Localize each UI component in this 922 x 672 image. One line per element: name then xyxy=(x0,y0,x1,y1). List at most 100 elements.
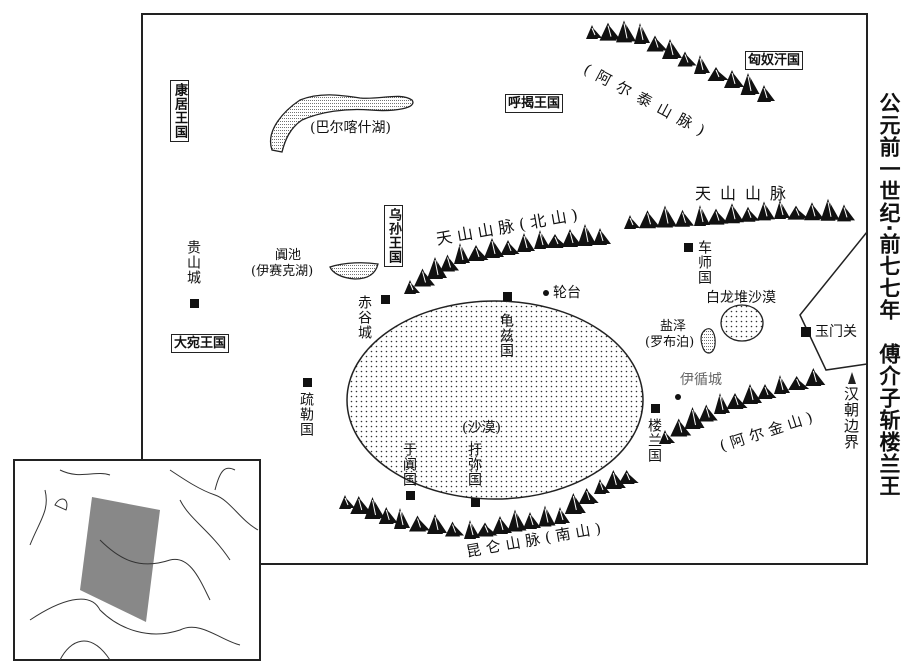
lake-issyk-label: (伊赛克湖) xyxy=(251,264,314,279)
kingdom-dayuan: 大宛王国 xyxy=(171,334,230,353)
issyk-lake xyxy=(329,262,379,280)
mountain-snow-line xyxy=(422,271,426,283)
city-luntai: 轮台 xyxy=(553,285,581,301)
han-border-line xyxy=(799,231,868,371)
mountain-snow-line xyxy=(692,409,696,426)
mountain-snow-line xyxy=(843,207,848,218)
mountain-snow-line xyxy=(763,87,768,99)
mountain-snow-line xyxy=(612,472,617,486)
map-title: 公元前一世纪·前七七年 傅介子斩楼兰王 xyxy=(877,92,901,497)
mountain-snow-line xyxy=(475,247,480,258)
mountain-snow-line xyxy=(599,481,604,491)
mountain-snow-line xyxy=(452,524,456,533)
mountain-snow-line xyxy=(682,212,686,223)
mountain-snow-line xyxy=(586,490,591,501)
map-frame xyxy=(141,13,868,565)
lake-tianchi-label: 阗池 xyxy=(275,248,302,263)
lake-lopnur-label: (罗布泊) xyxy=(645,335,695,350)
mountain-snow-line xyxy=(447,257,451,268)
desert-bailongdui-label: 白龙堆沙漠 xyxy=(706,290,776,306)
mountain-snow-line xyxy=(715,211,720,221)
city-yixun: 伊循城 xyxy=(680,372,722,388)
city-shule: 疏勒国 xyxy=(298,392,314,437)
kingdom-kangju: 康居王国 xyxy=(170,80,189,142)
mountain-range-tianshan-east xyxy=(624,198,855,229)
mountain-snow-line xyxy=(654,38,659,48)
mountain-range-altun xyxy=(659,368,826,444)
lake-yanze-label: 盐泽 xyxy=(660,319,687,334)
mountain-snow-line xyxy=(491,240,496,255)
mountain-snow-line xyxy=(812,370,817,383)
border-arrow-icon xyxy=(848,372,856,384)
mountain-tianshan-east-label: 天山山脉 xyxy=(695,184,796,203)
city-marker-yutian xyxy=(406,491,415,500)
han-border-label: 汉朝边界 xyxy=(842,386,860,450)
mountain-snow-line xyxy=(417,518,421,528)
mountain-snow-line xyxy=(664,208,669,224)
city-chigu: 赤谷城 xyxy=(356,295,372,340)
city-marker-guishan xyxy=(190,299,199,308)
mountain-snow-line xyxy=(469,522,474,536)
city-marker-yumi xyxy=(471,498,480,507)
mountain-snow-line xyxy=(385,509,390,521)
mountain-snow-line xyxy=(719,395,724,411)
city-loulan: 楼兰国 xyxy=(646,418,662,463)
kingdom-wusun: 乌孙王国 xyxy=(384,205,403,267)
mountain-range-kunlun xyxy=(339,470,639,539)
desert-main-label: (沙漠) xyxy=(462,420,501,436)
mountain-snow-line xyxy=(484,525,489,533)
mountain-snow-line xyxy=(523,235,528,249)
city-marker-shule xyxy=(303,378,312,387)
lake-balkhash-label: (巴尔喀什湖) xyxy=(310,120,391,136)
city-marker-yumenguan xyxy=(801,327,811,337)
mountain-snow-line xyxy=(499,518,504,531)
mountain-range-altai xyxy=(586,20,775,102)
city-guishan: 贵山城 xyxy=(185,240,201,285)
mountain-snow-line xyxy=(344,497,349,506)
mountain-snow-line xyxy=(399,510,404,526)
city-yutian: 于阗国 xyxy=(401,442,417,487)
mountain-snow-line xyxy=(514,512,519,528)
city-yumi: 扜弥国 xyxy=(466,442,482,487)
mountain-snow-line xyxy=(358,498,363,511)
mountain-snow-line xyxy=(584,226,589,243)
mountain-snow-line xyxy=(434,516,439,531)
inset-highlight-region xyxy=(80,497,160,622)
mountain-snow-line xyxy=(715,69,720,78)
mountain-snow-line xyxy=(796,378,801,387)
mountain-snow-line xyxy=(409,282,414,291)
mountain-snow-line xyxy=(607,25,612,37)
mountain-snow-line xyxy=(529,514,534,526)
lopnur-lake xyxy=(700,328,716,354)
mountain-snow-line xyxy=(699,57,704,71)
mountain-snow-line xyxy=(763,204,768,217)
mountain-snow-line xyxy=(626,472,631,481)
mountain-snow-line xyxy=(539,232,544,246)
mountain-snow-line xyxy=(559,509,564,521)
city-yumenguan: 玉门关 xyxy=(815,324,857,340)
mountain-snow-line xyxy=(572,495,577,511)
mountain-snow-line xyxy=(764,386,769,396)
city-marker-chigu xyxy=(381,295,390,304)
mountain-snow-line xyxy=(747,75,752,92)
city-marker-qiuci xyxy=(503,292,512,301)
mountain-snow-line xyxy=(731,206,736,220)
kingdom-xiongnu: 匈奴汗国 xyxy=(745,51,804,70)
mountain-snow-line xyxy=(669,41,674,56)
mountain-snow-line xyxy=(554,236,559,245)
mountain-snow-line xyxy=(705,407,710,418)
mountain-snow-line xyxy=(795,208,800,216)
mountain-snow-line xyxy=(569,231,574,244)
balkhash-lake xyxy=(269,94,414,153)
city-qiuci: 龟兹国 xyxy=(498,313,514,358)
city-cheshi: 车师国 xyxy=(696,240,712,285)
mountain-snow-line xyxy=(544,508,549,523)
mountain-snow-line xyxy=(747,209,752,218)
city-marker-loulan xyxy=(651,404,660,413)
mountain-snow-line xyxy=(678,421,683,433)
taklamakan-desert xyxy=(346,300,644,500)
mountain-snow-line xyxy=(623,23,628,39)
mountain-snow-line xyxy=(639,25,644,41)
mountain-snow-line xyxy=(684,54,689,63)
